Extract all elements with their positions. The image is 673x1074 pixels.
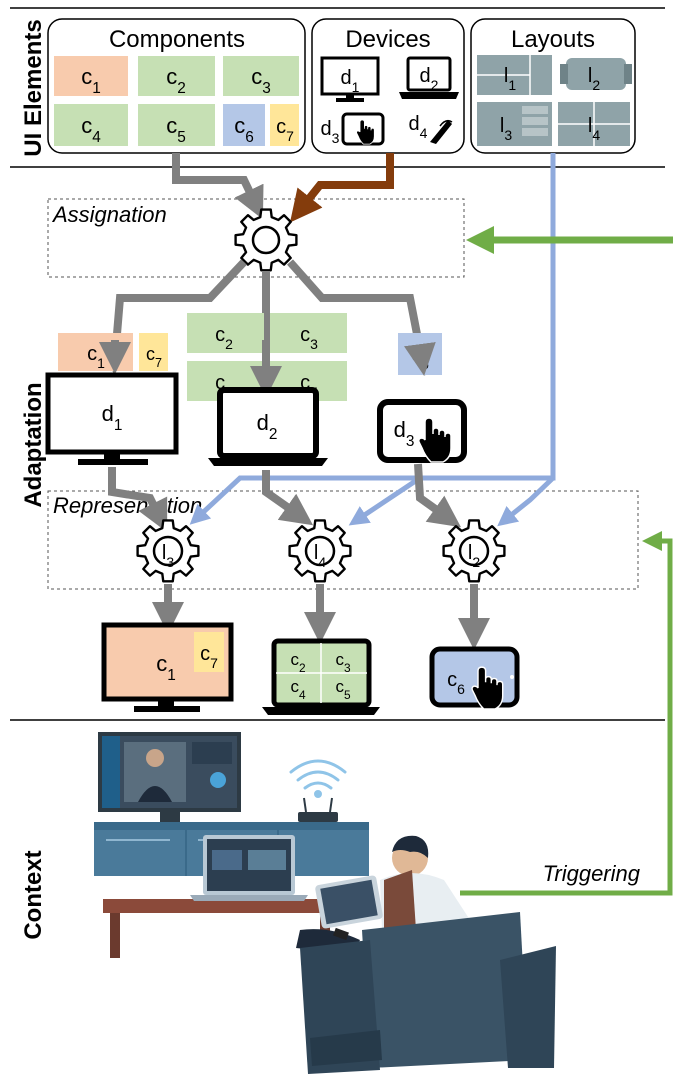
person-icon [296,835,470,958]
d1-monitor-icon [45,372,179,465]
context-laptop-icon [190,835,308,901]
d3-tablet-icon [377,399,467,463]
arrow-assignation-to-d3 [287,259,435,376]
arrow-assignation-to-d1 [100,259,247,374]
component-c6-tile [223,104,265,146]
section-label-ui-elements: UI Elements [20,19,47,156]
arrow-layouts-to-l3 [189,475,420,525]
gear-l3-icon [136,519,200,583]
layout-l3-thumbnail [477,102,552,146]
arrow-layouts-to-l2 [497,476,555,527]
armchair-icon [300,912,556,1074]
component-c7-tile [270,104,299,146]
arrow-devices-to-assignation [290,153,394,223]
triggering-label: Triggering [543,861,641,886]
arrow-components-to-assignation [172,153,264,220]
layouts-panel: Layouts l1 l2 l3 l4 [470,18,636,154]
section-label-adaptation: Adaptation [20,382,47,507]
gear-l2-icon [442,519,506,583]
assignation-box [47,198,465,278]
arrow-context-to-representation [460,531,673,896]
components-panel: Components c1 c2 c3 c4 c5 c6 c7 [47,18,306,154]
tv-icon [98,732,241,822]
component-c2-tile [138,56,215,96]
arrow-layouts-to-l4 [348,153,556,526]
section-label-context: Context [20,850,47,939]
layout-l1-thumbnail [477,55,552,95]
arrow-d2-to-l4 [262,470,314,526]
component-c3-tile [223,56,299,96]
assignation-label: Assignation [51,202,167,227]
component-c4-tile [54,104,128,146]
layout-l4-thumbnail [558,102,630,146]
d2-laptop-icon [208,387,328,466]
context-illustration [94,732,556,1074]
layout-l2-thumbnail [560,58,632,90]
device-d2-laptop-icon [399,56,459,99]
adapted-tablet-icon [429,646,520,710]
representation-box [47,490,639,590]
wifi-icon [289,759,347,798]
arrow-d1-to-l3 [108,467,168,533]
adapted-laptop-icon [262,638,380,715]
device-d1-monitor-icon [320,56,380,102]
assignation-gear-icon [234,208,298,272]
adapted-monitor-icon [101,622,234,712]
components-title: Components [109,26,245,53]
assigned-components-d1: c1 c7 [58,333,168,371]
layouts-title: Layouts [511,26,595,53]
arrow-d3-to-l2 [414,463,462,528]
component-c5-tile [138,104,215,146]
device-d3-tablet-icon [341,112,385,146]
router-icon [298,797,338,822]
devices-panel: Devices d1 d2 d3 d4 [311,18,465,154]
devices-title: Devices [345,26,430,53]
device-d4-pen-icon [430,119,453,144]
gear-l4-icon [288,519,352,583]
component-c1-tile [54,56,128,96]
